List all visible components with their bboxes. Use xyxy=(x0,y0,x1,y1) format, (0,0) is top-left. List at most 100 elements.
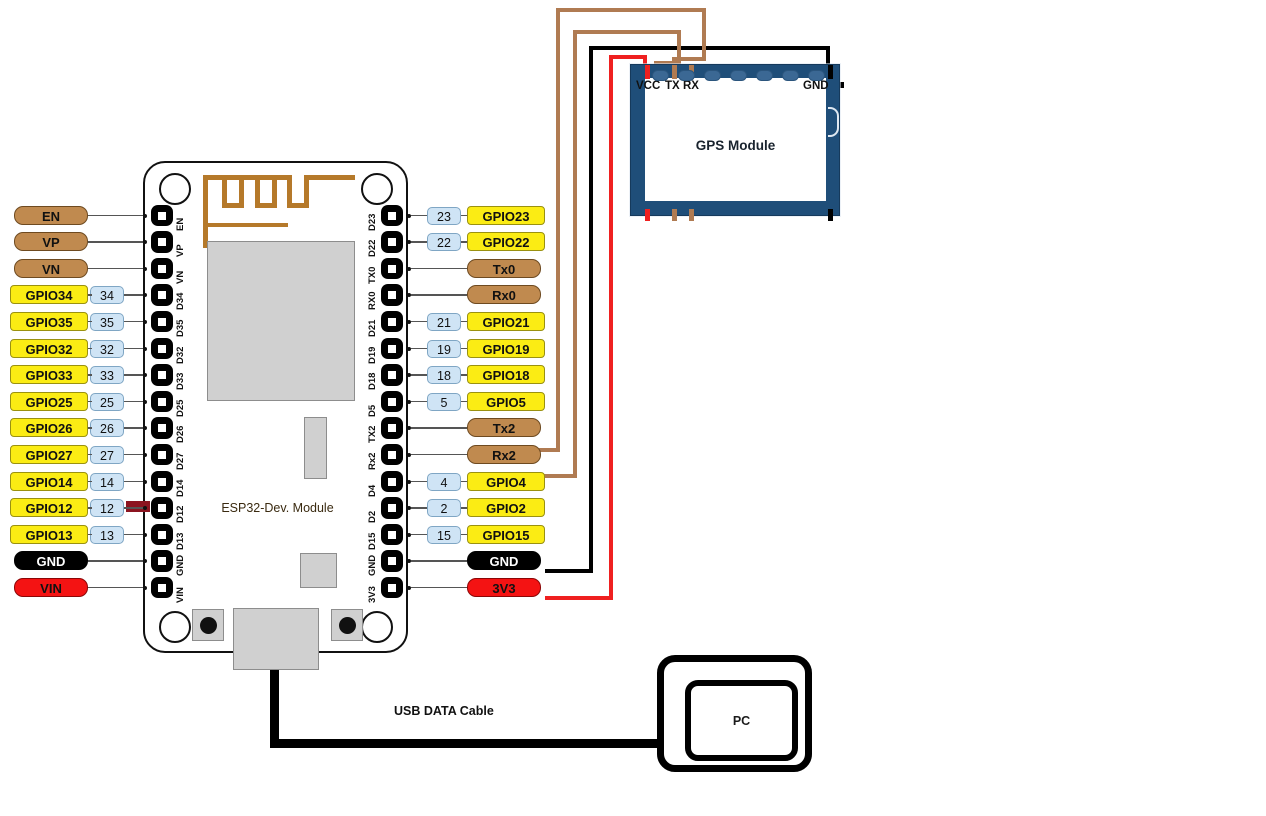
pin-label-left-gpio35[interactable]: GPIO35 xyxy=(10,311,88,331)
lead-left-a-12 xyxy=(88,507,92,509)
lead-right-b-22 xyxy=(461,241,467,243)
pin-pad-tx0[interactable] xyxy=(381,257,403,280)
pin-pad-gnd[interactable] xyxy=(381,550,403,572)
pin-label-left-gpio32[interactable]: GPIO32 xyxy=(10,338,88,358)
pin-pad-gnd[interactable] xyxy=(151,550,173,572)
pin-label-right-gpio2[interactable]: GPIO2 xyxy=(467,498,545,518)
pin-node-d4 xyxy=(407,479,411,484)
pin-label-left-vp[interactable]: VP xyxy=(14,232,88,252)
pin-pad-d32[interactable] xyxy=(151,337,173,360)
pin-pad-d2[interactable] xyxy=(381,497,403,519)
pin-label-left-vn[interactable]: VN xyxy=(14,258,88,278)
pin-node-vp xyxy=(143,240,147,245)
pin-node-d13 xyxy=(143,532,147,537)
lead-right-gnd xyxy=(411,560,467,562)
pin-pad-tx2[interactable] xyxy=(381,417,403,439)
pin-pad-d15[interactable] xyxy=(381,523,403,546)
pin-label-right-gpio22[interactable]: GPIO22 xyxy=(467,232,545,252)
gps-module[interactable]: GPS Module xyxy=(630,64,840,216)
enable-button[interactable] xyxy=(331,609,363,641)
lead-left-a-13 xyxy=(88,533,92,536)
pin-label-left-gnd[interactable]: GND xyxy=(14,551,88,571)
lead-right-a-2 xyxy=(411,507,427,509)
lead-right-b-23 xyxy=(461,214,467,217)
pin-label-left-en[interactable]: EN xyxy=(14,205,88,225)
pin-pad-d33[interactable] xyxy=(151,364,173,386)
pin-pad-d13[interactable] xyxy=(151,523,173,546)
esp32-dev-board[interactable]: ESP32-Dev. Module xyxy=(143,161,408,670)
pin-pad-d21[interactable] xyxy=(381,310,403,333)
pin-label-left-gpio25[interactable]: GPIO25 xyxy=(10,391,88,411)
lead-left-a-32 xyxy=(88,347,92,350)
pin-label-right-gnd[interactable]: GND xyxy=(467,551,541,571)
wire-tx2-horizontal xyxy=(539,448,560,452)
pin-pad-rx0[interactable] xyxy=(381,284,403,306)
boot-button[interactable] xyxy=(192,609,224,641)
pin-pad-vp[interactable] xyxy=(151,231,173,253)
lead-left-gnd xyxy=(88,560,143,562)
pin-node-d32 xyxy=(143,346,147,351)
usb-connector[interactable] xyxy=(233,608,319,670)
pin-pad-d26[interactable] xyxy=(151,417,173,439)
pin-pad-en[interactable] xyxy=(151,204,173,227)
pin-label-right-gpio21[interactable]: GPIO21 xyxy=(467,311,545,331)
pin-label-left-vin[interactable]: VIN xyxy=(14,577,88,597)
pin-label-left-gpio13[interactable]: GPIO13 xyxy=(10,524,88,544)
pin-label-left-gpio33[interactable]: GPIO33 xyxy=(10,365,88,385)
mount-hole-bottom-left xyxy=(159,611,191,643)
pin-pad-d27[interactable] xyxy=(151,443,173,466)
pin-label-right-3v3[interactable]: 3V3 xyxy=(467,577,541,597)
usb-cable-label: USB DATA Cable xyxy=(394,704,494,718)
pin-pad-d22[interactable] xyxy=(381,231,403,253)
pin-label-right-tx0[interactable]: Tx0 xyxy=(467,258,541,278)
lead-right-b-4 xyxy=(461,480,467,483)
pin-label-right-tx2[interactable]: Tx2 xyxy=(467,418,541,438)
gps-pin-label-rx: RX xyxy=(683,80,699,92)
pin-label-right-gpio19[interactable]: GPIO19 xyxy=(467,338,545,358)
pin-pad-d18[interactable] xyxy=(381,364,403,386)
pin-pad-d4[interactable] xyxy=(381,470,403,493)
pin-pad-d25[interactable] xyxy=(151,390,173,413)
pin-pad-vn[interactable] xyxy=(151,257,173,280)
pin-label-right-gpio4[interactable]: GPIO4 xyxy=(467,471,545,491)
lead-left-b-27 xyxy=(124,453,143,456)
lead-right-a-19 xyxy=(411,347,427,350)
pin-label-left-gpio14[interactable]: GPIO14 xyxy=(10,471,88,491)
esp32-rf-shield xyxy=(207,241,355,401)
pin-node-d34 xyxy=(143,293,147,298)
pin-label-left-gpio26[interactable]: GPIO26 xyxy=(10,418,88,438)
pin-pad-d14[interactable] xyxy=(151,470,173,493)
pin-node-d18 xyxy=(407,373,411,378)
pin-label-right-gpio15[interactable]: GPIO15 xyxy=(467,524,545,544)
pc-device[interactable]: PC xyxy=(657,655,812,772)
wire-rx2-top xyxy=(573,30,681,34)
pin-label-right-gpio5[interactable]: GPIO5 xyxy=(467,391,545,411)
pin-pad-vin[interactable] xyxy=(151,576,173,599)
pin-label-right-rx2[interactable]: Rx2 xyxy=(467,444,541,464)
pin-label-left-gpio12[interactable]: GPIO12 xyxy=(10,498,88,518)
lead-left-a-26 xyxy=(88,427,92,429)
pin-label-right-rx0[interactable]: Rx0 xyxy=(467,285,541,305)
component-cap-2 xyxy=(300,553,337,588)
pin-pad-d12[interactable] xyxy=(151,497,173,519)
pin-pad-d23[interactable] xyxy=(381,204,403,227)
lead-right-a-23 xyxy=(411,214,427,217)
pin-label-right-gpio18[interactable]: GPIO18 xyxy=(467,365,545,385)
pin-label-left-gpio34[interactable]: GPIO34 xyxy=(10,285,88,305)
pin-pad-d19[interactable] xyxy=(381,337,403,360)
pin-node-d14 xyxy=(143,479,147,484)
lead-left-a-33 xyxy=(88,374,92,376)
pin-pad-d35[interactable] xyxy=(151,310,173,333)
pin-silk-d21: D21 xyxy=(367,319,378,337)
wire-rx2-drop xyxy=(677,30,681,65)
mount-hole-bottom-right xyxy=(361,611,393,643)
pin-pad-d5[interactable] xyxy=(381,390,403,413)
pin-pad-d34[interactable] xyxy=(151,284,173,306)
pin-node-gnd xyxy=(407,559,411,564)
pin-label-left-gpio27[interactable]: GPIO27 xyxy=(10,444,88,464)
pin-pad-rx2[interactable] xyxy=(381,443,403,466)
gps-pad-tx xyxy=(672,209,677,221)
pin-label-right-gpio23[interactable]: GPIO23 xyxy=(467,205,545,225)
pin-pad-3v3[interactable] xyxy=(381,576,403,599)
pin-number-left-26: 26 xyxy=(90,419,124,438)
